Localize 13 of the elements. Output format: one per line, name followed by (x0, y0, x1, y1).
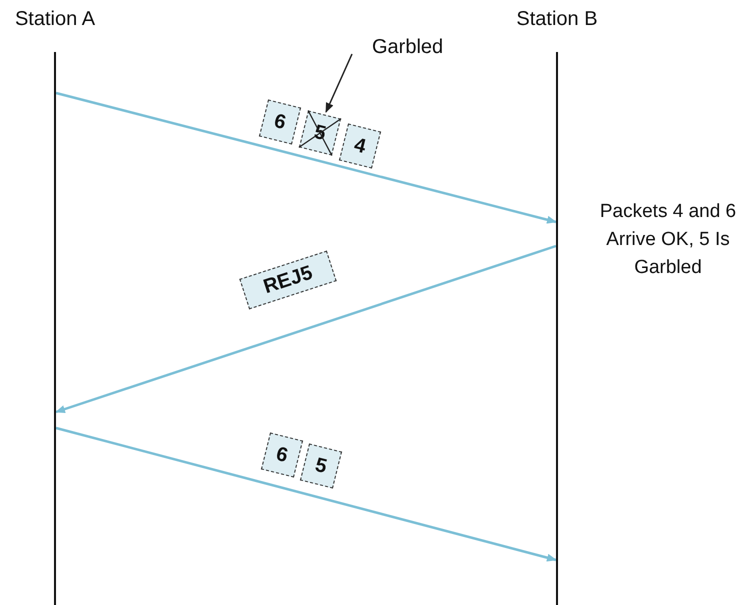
station-name: Station B (516, 7, 598, 32)
packet-box: 4 (338, 123, 382, 169)
message-arrow (56, 426, 557, 562)
message-arrow (55, 244, 556, 414)
station-name: Station A (14, 7, 96, 32)
status-note: Packets 4 and 6 Arrive OK, 5 Is Garbled (598, 200, 738, 280)
message-arrow (56, 92, 557, 224)
packet-box: 6 (258, 99, 302, 145)
callout-text: Garbled (372, 36, 444, 59)
packet-box: 5 (300, 443, 342, 489)
packet-box: 6 (260, 432, 304, 478)
leader-arrow (325, 54, 353, 113)
packet-box: REJ5 (239, 250, 337, 310)
